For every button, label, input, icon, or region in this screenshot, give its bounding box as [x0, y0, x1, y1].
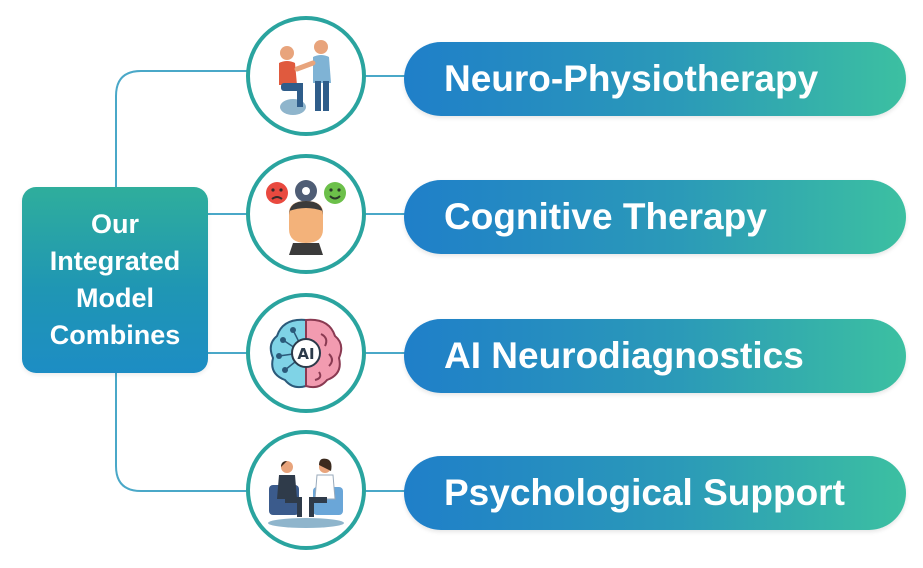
item-label: Psychological Support: [444, 472, 845, 513]
item-psychological-support: Psychological Support: [246, 430, 906, 558]
hub-box: Our Integrated Model Combines: [22, 187, 208, 373]
item-cognitive-therapy: Cognitive Therapy: [246, 154, 906, 282]
physiotherapy-icon: [246, 16, 366, 136]
item-label: Cognitive Therapy: [444, 196, 767, 237]
item-neuro-physiotherapy: Neuro-Physiotherapy: [246, 16, 906, 144]
item-pill: Cognitive Therapy: [404, 180, 906, 254]
item-pill: Psychological Support: [404, 456, 906, 530]
counseling-icon: [246, 430, 366, 550]
item-label: Neuro-Physiotherapy: [444, 58, 819, 99]
item-label: AI Neurodiagnostics: [444, 335, 804, 376]
ai-brain-icon: AI: [246, 293, 366, 413]
cognitive-head-icon: [246, 154, 366, 274]
item-pill: Neuro-Physiotherapy: [404, 42, 906, 116]
item-ai-neurodiagnostics: AI AI Neurodiagnostics: [246, 293, 906, 421]
hub-title: Our Integrated Model Combines: [49, 209, 181, 350]
svg-text:AI: AI: [297, 345, 314, 363]
item-pill: AI Neurodiagnostics: [404, 319, 906, 393]
